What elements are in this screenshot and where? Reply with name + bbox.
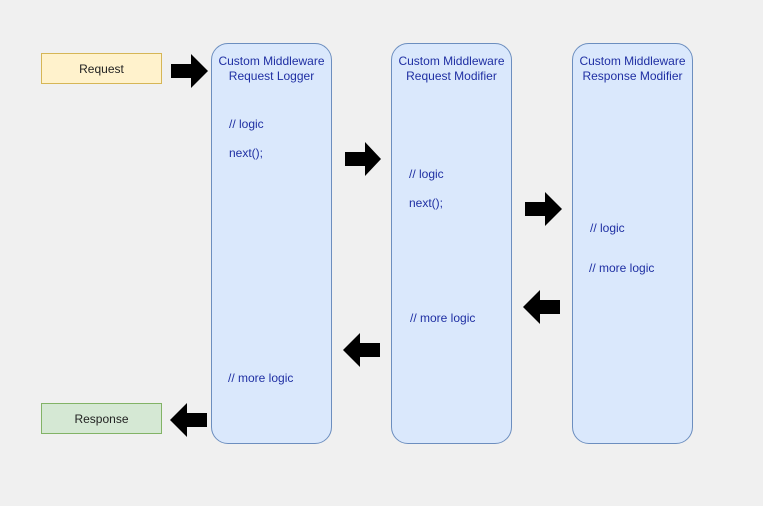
more-logic-text: // more logic (589, 261, 655, 275)
column-title-line1: Custom Middleware (398, 54, 505, 68)
right-arrow-icon (525, 192, 562, 226)
request-label: Request (79, 61, 124, 76)
column-title: Custom Middleware Response Modifier (573, 54, 692, 84)
middleware-response-modifier: Custom Middleware Response Modifier // l… (572, 43, 693, 444)
column-title: Custom Middleware Request Modifier (392, 54, 511, 84)
response-box: Response (41, 403, 162, 434)
right-arrow-icon (345, 142, 381, 176)
left-arrow-icon (523, 290, 560, 324)
logic-text: // logic (229, 117, 264, 131)
logic-text: // logic (590, 221, 625, 235)
middleware-request-logger: Custom Middleware Request Logger // logi… (211, 43, 332, 444)
left-arrow-icon (343, 333, 380, 367)
column-title-line2: Request Modifier (406, 69, 497, 83)
more-logic-text: // more logic (410, 311, 476, 325)
middleware-request-modifier: Custom Middleware Request Modifier // lo… (391, 43, 512, 444)
request-box: Request (41, 53, 162, 84)
logic-text: // logic (409, 167, 444, 181)
column-title-line1: Custom Middleware (579, 54, 686, 68)
next-call-text: next(); (229, 146, 264, 160)
left-arrow-icon (170, 403, 207, 437)
right-arrow-icon (171, 54, 208, 88)
column-title-line2: Request Logger (228, 69, 315, 83)
column-title-line1: Custom Middleware (218, 54, 325, 68)
more-logic-text: // more logic (228, 371, 294, 385)
next-call-text: next(); (409, 196, 444, 210)
column-title-line2: Response Modifier (582, 69, 683, 83)
column-title: Custom Middleware Request Logger (212, 54, 331, 84)
response-label: Response (74, 411, 129, 426)
